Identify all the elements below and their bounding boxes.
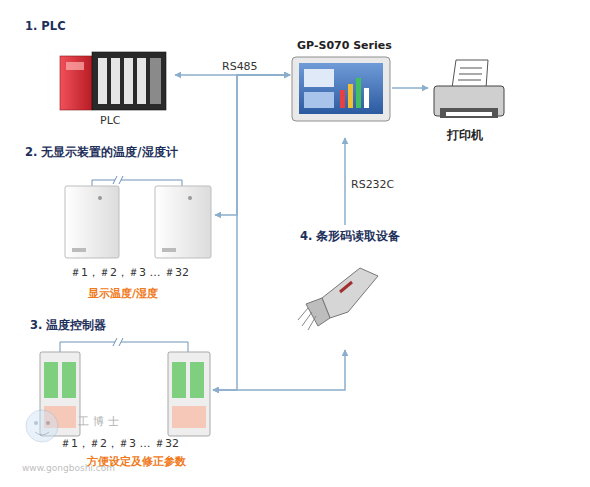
controller-group: 3. 温度控制器＃1，＃2，＃3 … ＃32方便设定及修正参数	[22, 318, 213, 476]
sensor-group: 2. 无显示装置的温度/湿度计 ＃1，＃2，＃3 … ＃32 显示温度/湿度	[22, 145, 215, 307]
signal-label: RS232C	[351, 178, 394, 191]
bus-connector	[344, 138, 346, 225]
feature-note: 显示温度/湿度	[88, 287, 158, 300]
unit-numbers: ＃1，＃2，＃3 … ＃32	[60, 437, 179, 450]
printer-node: 打印机	[428, 56, 512, 146]
plc-node: 1. PLC PLC	[20, 18, 175, 130]
watermark-figure	[26, 410, 58, 442]
section-heading: 4. 条形码读取设备	[300, 230, 400, 244]
printer	[434, 60, 504, 118]
signal-label: RS485	[222, 60, 258, 73]
hmi-node: GP-S070 Series	[290, 38, 392, 138]
watermark: www.gongboshi.com	[22, 463, 115, 473]
device-name: GP-S070 Series	[297, 39, 392, 52]
bus-connector	[213, 350, 345, 390]
device-name: PLC	[100, 114, 120, 127]
barcode-reader	[298, 268, 378, 330]
plc-device	[60, 52, 166, 110]
bus-connector	[215, 75, 290, 215]
barcode-node: 4. 条形码读取设备	[290, 225, 405, 350]
unit-numbers: ＃1，＃2，＃3 … ＃32	[70, 266, 189, 279]
section-heading: 1. PLC	[25, 20, 66, 34]
sensor-pair	[65, 176, 211, 258]
hmi-panel	[292, 57, 390, 121]
watermark: 工博士	[78, 414, 123, 429]
bus-connector	[213, 75, 290, 390]
section-heading: 2. 无显示装置的温度/湿度计	[25, 146, 178, 160]
controller-pair	[40, 338, 210, 436]
bus-connector	[392, 87, 428, 89]
section-heading: 3. 温度控制器	[30, 319, 106, 333]
device-name: 打印机	[447, 128, 483, 142]
